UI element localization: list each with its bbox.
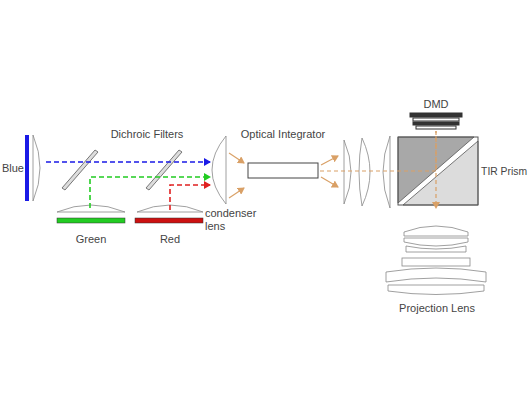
red-led bbox=[135, 218, 203, 223]
relay-lens bbox=[344, 136, 390, 208]
source-label: Green bbox=[76, 233, 107, 246]
collimator-lens bbox=[33, 135, 40, 201]
source-label: Blue bbox=[2, 162, 24, 175]
optical-path bbox=[435, 131, 436, 208]
integrator-rod bbox=[248, 163, 318, 178]
component-label: Optical Integrator bbox=[241, 128, 325, 141]
collimator-lens bbox=[57, 205, 125, 212]
optical-path bbox=[320, 131, 436, 171]
green-beam bbox=[90, 177, 210, 208]
light-ray bbox=[229, 188, 244, 198]
projection-lens bbox=[386, 226, 486, 295]
blue-led bbox=[25, 135, 29, 201]
tir-prism bbox=[398, 137, 478, 205]
condenser-lens bbox=[212, 136, 226, 204]
component-label: DMD bbox=[423, 98, 448, 111]
source-label: Red bbox=[160, 233, 180, 246]
blue-beam bbox=[46, 161, 210, 163]
light-ray bbox=[321, 177, 338, 187]
component-label: Dichroic Filters bbox=[111, 128, 184, 141]
dmd-chip bbox=[410, 113, 462, 129]
red-beam bbox=[170, 185, 210, 210]
light-ray bbox=[321, 156, 338, 165]
green-led bbox=[57, 218, 125, 223]
light-ray bbox=[229, 153, 244, 163]
dichroic-filter bbox=[62, 150, 182, 190]
component-label: Projection Lens bbox=[399, 302, 475, 315]
component-label: TIR Prism bbox=[481, 165, 527, 178]
component-label: condenser lens bbox=[205, 207, 261, 233]
